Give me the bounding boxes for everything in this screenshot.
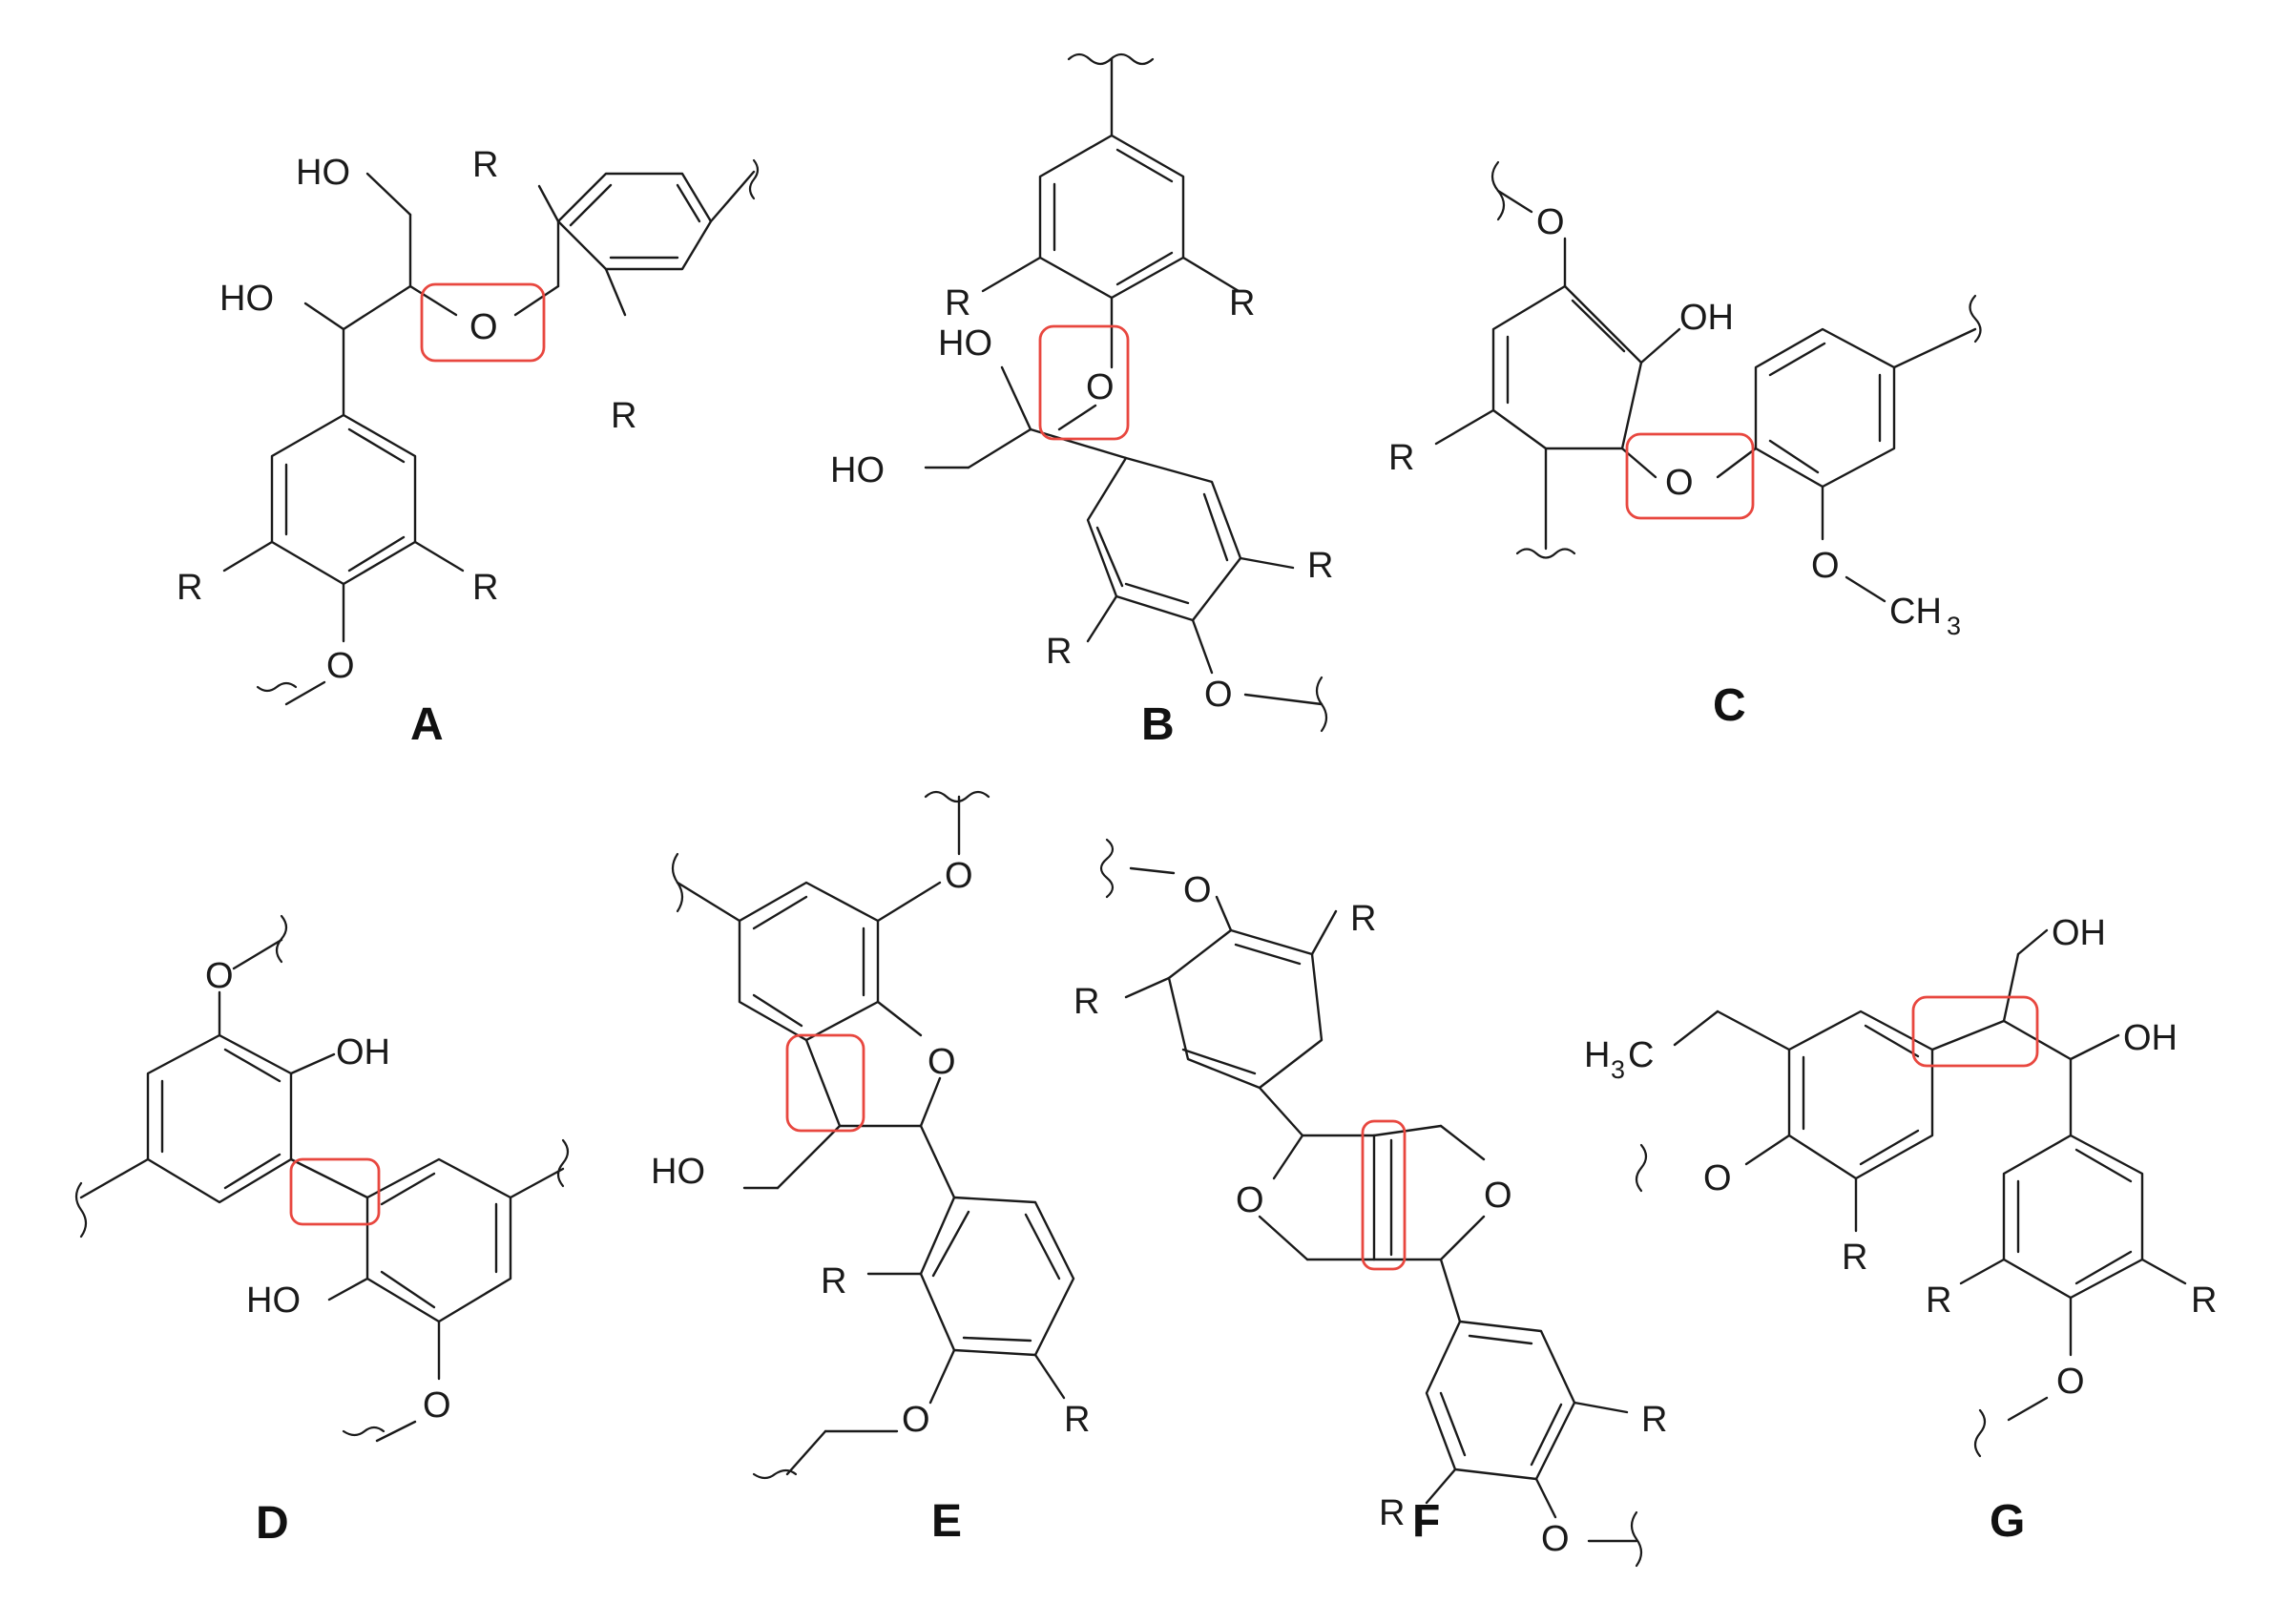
- structure-e-highlight: [785, 1033, 865, 1133]
- atom-label: R: [1388, 438, 1414, 478]
- atom-label: HO: [296, 153, 350, 193]
- structure-c-highlight: [1625, 432, 1755, 520]
- structure-a-atoms: HO HO O R R R R O: [177, 145, 636, 686]
- structure-f-bonds: [1124, 866, 1638, 1543]
- atom-label: CH: [1889, 592, 1942, 632]
- structure-d: O OH HO O D: [74, 914, 570, 1549]
- atom-label: R: [1842, 1238, 1867, 1278]
- atom-subscript: 3: [1947, 612, 1961, 640]
- atom-label: R: [1229, 283, 1255, 323]
- atom-label: R: [945, 283, 970, 323]
- atom-label: O: [1484, 1176, 1512, 1216]
- atom-label: HO: [219, 279, 274, 319]
- structure-f-label: F: [1412, 1496, 1440, 1547]
- structure-g-bonds: [1673, 928, 2187, 1422]
- atom-label: O: [1665, 463, 1694, 503]
- structure-c-atoms: O OH R O O CH 3: [1388, 202, 1961, 640]
- atom-label: O: [928, 1042, 956, 1082]
- atom-label: O: [469, 307, 498, 347]
- atom-label: OH: [2052, 913, 2106, 953]
- atom-subscript: 3: [1611, 1055, 1625, 1084]
- atom-label: R: [1046, 632, 1072, 672]
- structure-f-highlight: [1361, 1119, 1407, 1271]
- structure-g-highlight: [1911, 995, 2039, 1068]
- structure-c-label: C: [1713, 680, 1746, 731]
- structure-d-atoms: O OH HO O: [205, 956, 451, 1426]
- atom-label: HO: [830, 450, 885, 490]
- structure-b-highlight: [1038, 324, 1130, 441]
- atom-label: R: [1064, 1400, 1090, 1440]
- structure-a-bonds: [222, 170, 756, 706]
- atom-label: O: [1541, 1519, 1570, 1559]
- atom-label: R: [472, 145, 498, 185]
- atom-label: OH: [2123, 1018, 2178, 1058]
- structure-c: O OH R O O CH 3 C: [1388, 160, 1982, 731]
- atom-label: O: [2056, 1362, 2085, 1402]
- atom-label: R: [1350, 899, 1376, 939]
- structure-e-bonds: [676, 795, 1075, 1476]
- atom-label: O: [1703, 1158, 1732, 1198]
- atom-label: O: [326, 646, 355, 686]
- atom-label: R: [1926, 1280, 1951, 1321]
- structure-b-label: B: [1141, 699, 1175, 750]
- atom-label: HO: [938, 323, 992, 364]
- structure-f-atoms: O R R O O R R O: [1073, 870, 1667, 1559]
- structure-e: O O HO R O R E: [651, 790, 1090, 1547]
- structure-g-label: G: [1990, 1496, 2025, 1547]
- structure-c-bonds: [1434, 189, 1977, 603]
- atom-label: OH: [336, 1032, 390, 1072]
- atom-label: R: [2191, 1280, 2217, 1321]
- structure-e-atoms: O O HO R O R: [651, 856, 1090, 1440]
- structure-d-bonds: [79, 938, 565, 1443]
- atom-label: O: [902, 1400, 930, 1440]
- atom-label: R: [1379, 1493, 1405, 1533]
- structure-d-label: D: [256, 1498, 289, 1549]
- structure-a-label: A: [410, 699, 444, 750]
- atom-label: R: [1307, 546, 1333, 586]
- atom-label: OH: [1679, 298, 1734, 338]
- structure-g: OH OH H 3 C O R R R O G: [1584, 913, 2217, 1547]
- structure-b-atoms: R R HO O HO R R O: [830, 283, 1333, 715]
- atom-label: C: [1628, 1035, 1654, 1075]
- atom-label: R: [1073, 982, 1099, 1022]
- structure-e-label: E: [931, 1496, 962, 1547]
- atom-label: O: [1236, 1180, 1264, 1220]
- atom-label: O: [1183, 870, 1212, 910]
- structure-g-atoms: OH OH H 3 C O R R R O: [1584, 913, 2217, 1402]
- atom-label: O: [1811, 546, 1840, 586]
- structure-b-bonds: [924, 57, 1324, 706]
- atom-label: O: [1204, 675, 1233, 715]
- structure-b: R R HO O HO R R O B: [830, 52, 1333, 750]
- structure-a-highlight: [420, 282, 546, 363]
- atom-label: R: [611, 396, 636, 436]
- structure-f: O R R O O R R O F: [1073, 838, 1667, 1568]
- atom-label: R: [1641, 1400, 1667, 1440]
- atom-label: O: [205, 956, 234, 996]
- atom-label: O: [945, 856, 973, 896]
- atom-label: O: [1086, 367, 1115, 407]
- atom-label: R: [821, 1261, 846, 1301]
- structure-d-highlight: [289, 1157, 381, 1226]
- atom-label: HO: [246, 1280, 301, 1321]
- atom-label: H: [1584, 1035, 1610, 1075]
- atom-label: O: [1536, 202, 1565, 242]
- atom-label: O: [423, 1385, 451, 1426]
- atom-label: R: [177, 568, 202, 608]
- atom-label: HO: [651, 1152, 705, 1192]
- atom-label: R: [472, 568, 498, 608]
- structure-a: HO HO O R R R R O A: [177, 145, 760, 750]
